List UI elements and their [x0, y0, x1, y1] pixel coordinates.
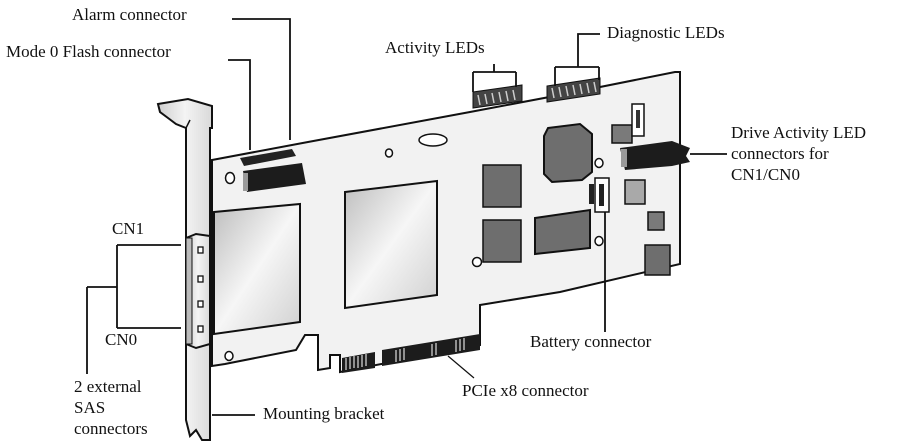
drive-activity-led-connector — [620, 103, 690, 170]
leader-alarm — [232, 18, 291, 140]
pcie-gold-fingers — [342, 334, 480, 373]
activity-leds — [472, 84, 523, 109]
battery-connector-part — [589, 177, 610, 213]
leader-cn-join — [86, 245, 118, 374]
label-drive-activity-line2: connectors for — [731, 144, 829, 163]
heatsink-center — [344, 179, 438, 310]
mounting-bracket — [156, 97, 213, 441]
leader-diagnostic-leds — [554, 33, 600, 86]
chips — [482, 122, 671, 276]
label-alarm-connector: Alarm connector — [72, 5, 187, 24]
label-mounting-bracket: Mounting bracket — [263, 404, 385, 423]
label-cn0: CN0 — [105, 330, 138, 349]
label-drive-activity-line1: Drive Activity LED — [731, 123, 867, 142]
diagnostic-leds — [546, 77, 601, 103]
label-activity-leds: Activity LEDs — [385, 38, 485, 57]
label-sas-line3: connectors — [74, 419, 148, 438]
alarm-and-flash-connectors — [240, 149, 306, 192]
heatsink-left — [213, 202, 301, 336]
mounting-holes — [224, 133, 604, 362]
leader-lines — [86, 18, 727, 416]
label-drive-activity-line3: CN1/CN0 — [731, 165, 800, 184]
label-pcie-connector: PCIe x8 connector — [462, 381, 589, 400]
leader-activity-leds — [472, 64, 517, 92]
external-sas-port — [185, 232, 211, 350]
label-mode0-flash-connector: Mode 0 Flash connector — [6, 42, 171, 61]
label-diagnostic-leds: Diagnostic LEDs — [607, 23, 725, 42]
label-sas-line1: 2 external — [74, 377, 142, 396]
leader-mode0 — [228, 59, 251, 150]
label-battery-connector: Battery connector — [530, 332, 652, 351]
label-cn1: CN1 — [112, 219, 145, 238]
leader-pcie — [447, 355, 475, 379]
label-sas-line2: SAS — [74, 398, 106, 417]
